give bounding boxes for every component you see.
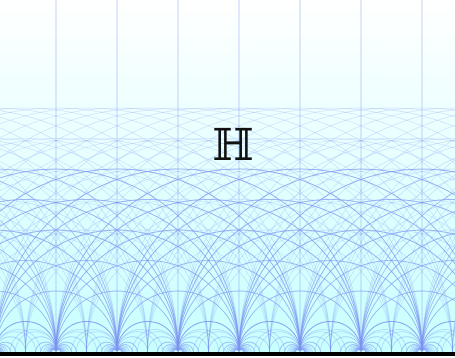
real-axis-boundary	[0, 352, 455, 356]
hyperbolic-plane-symbol: ℍ	[212, 120, 254, 171]
